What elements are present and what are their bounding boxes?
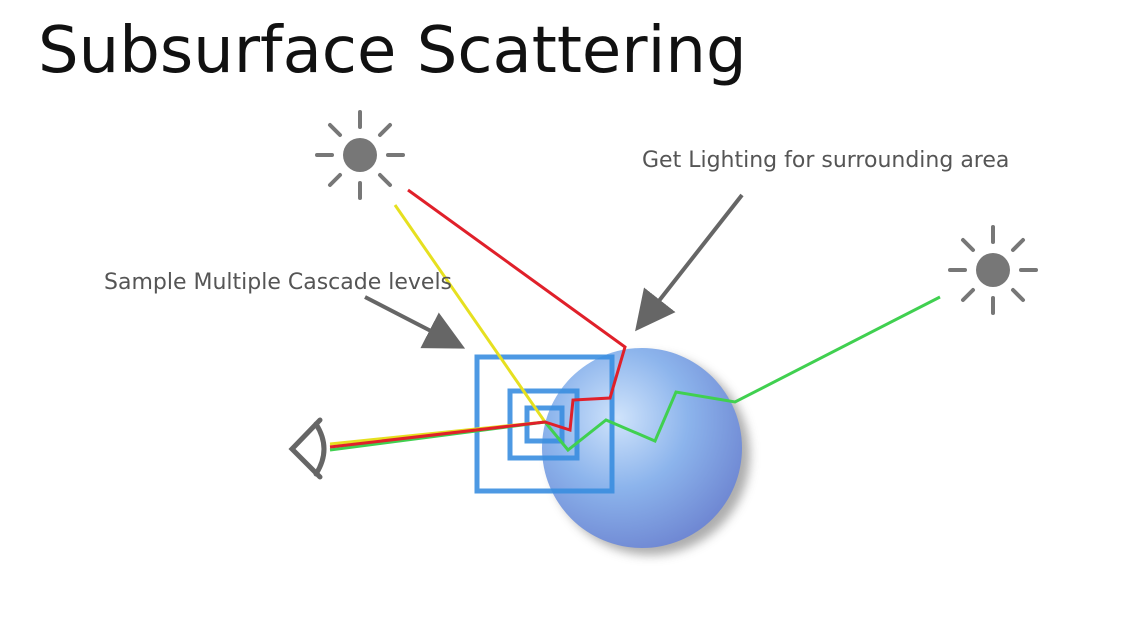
- arrow-lighting: [635, 193, 744, 332]
- ray-green: [329, 295, 941, 453]
- slide-title: Subsurface Scattering: [38, 14, 747, 88]
- label-cascade: Sample Multiple Cascade levels: [104, 270, 453, 295]
- arrow-cascade: [364, 295, 466, 349]
- eye-icon: [288, 417, 327, 480]
- ray-yellow: [329, 204, 548, 446]
- sun-icon: [948, 225, 1038, 315]
- label-lighting: Get Lighting for surrounding area: [642, 148, 1010, 173]
- sun-icon: [315, 110, 405, 200]
- ray-red: [329, 188, 627, 449]
